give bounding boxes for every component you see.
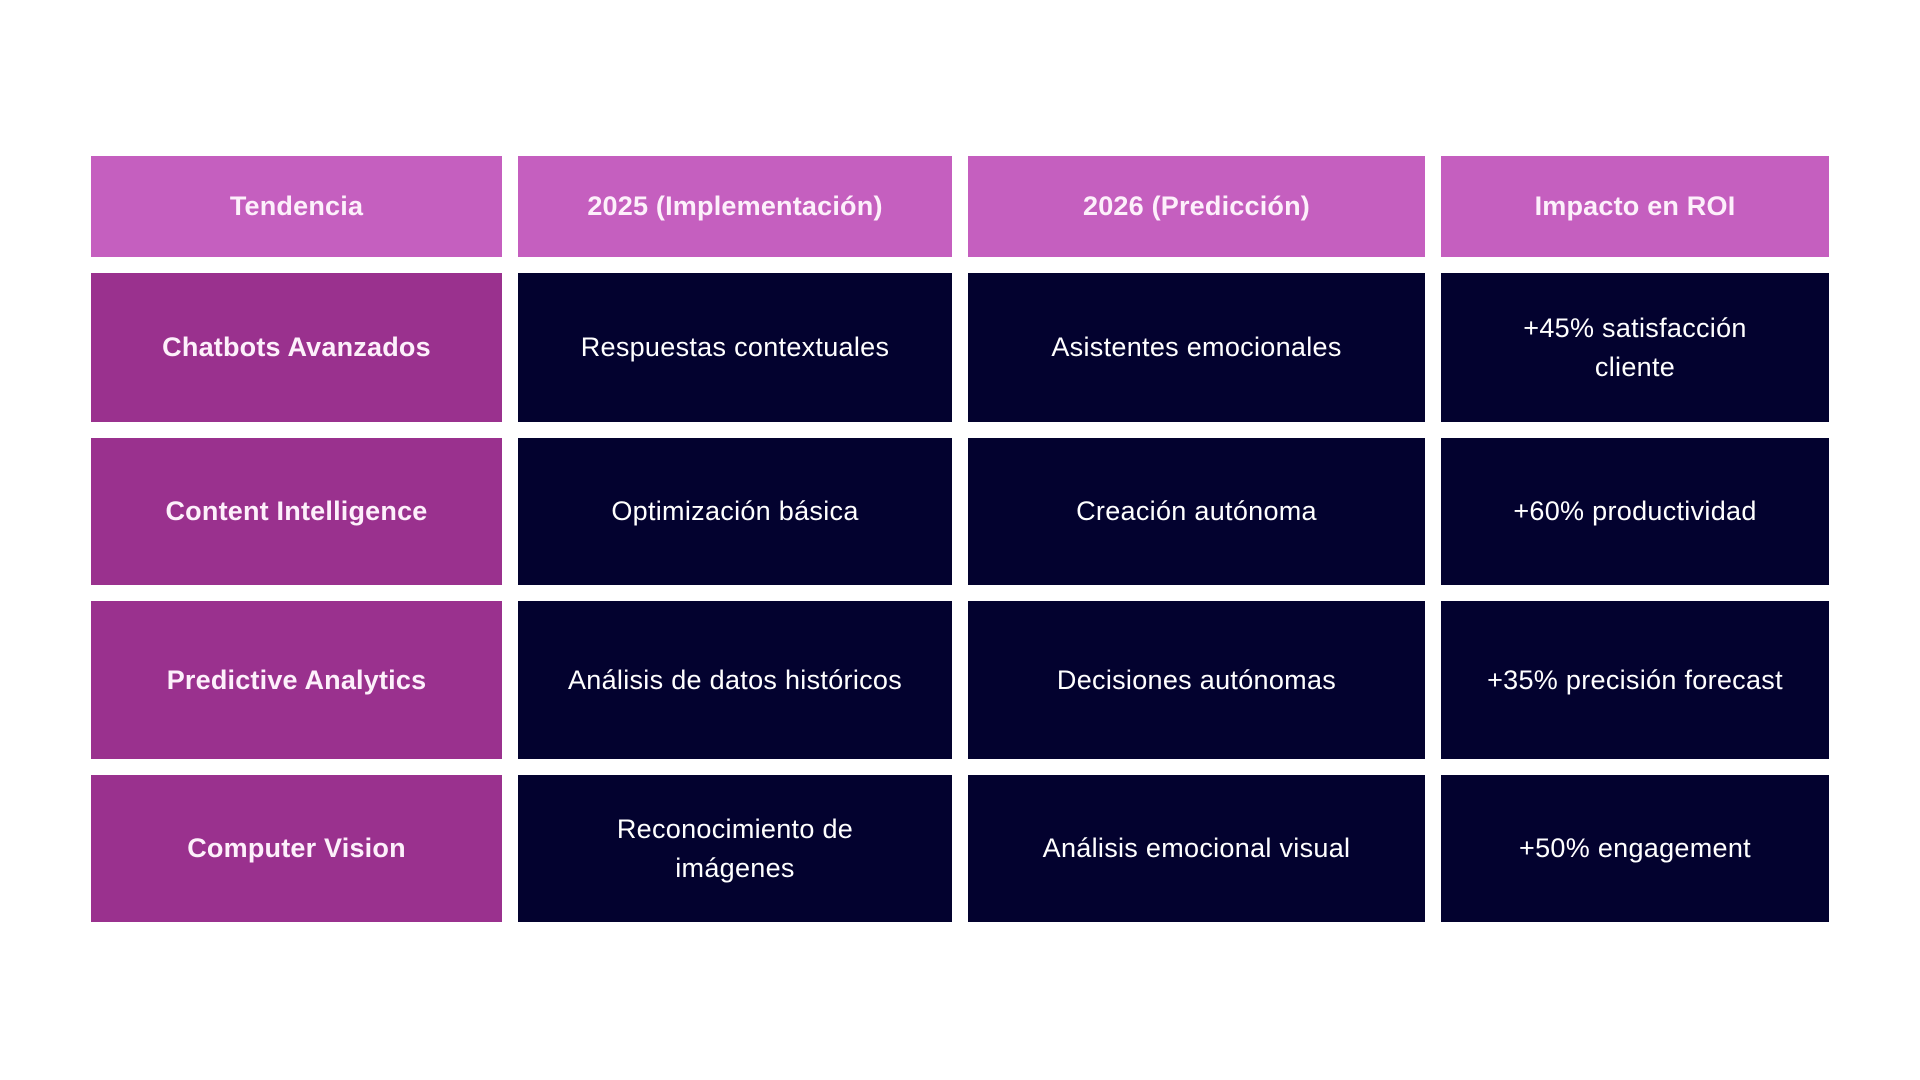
trend-name: Content Intelligence — [165, 496, 428, 526]
row-header-cell: Computer Vision — [91, 775, 502, 922]
roi-impact-text: +50% engagement — [1519, 833, 1751, 863]
table-cell: Decisiones autónomas — [968, 601, 1425, 759]
table-cell: Optimización básica — [518, 438, 952, 585]
trend-name: Computer Vision — [187, 833, 406, 863]
table-cell: Creación autónoma — [968, 438, 1425, 585]
roi-impact-text: +35% precisión forecast — [1487, 664, 1783, 695]
trends-table: Tendencia 2025 (Implementación) 2026 (Pr… — [91, 156, 1829, 922]
header-cell-2026: 2026 (Predicción) — [968, 156, 1425, 257]
table-cell: +50% engagement — [1441, 775, 1829, 922]
implementation-2025-text: Reconocimiento de imágenes — [616, 813, 854, 883]
table-cell: Análisis de datos históricos — [518, 601, 952, 759]
row-header-cell: Predictive Analytics — [91, 601, 502, 759]
table-cell: Análisis emocional visual — [968, 775, 1425, 922]
header-cell-2025: 2025 (Implementación) — [518, 156, 952, 257]
row-header-cell: Chatbots Avanzados — [91, 273, 502, 422]
header-label: 2026 (Predicción) — [1083, 191, 1310, 221]
roi-impact-text: +60% productividad — [1513, 496, 1757, 526]
row-header-cell: Content Intelligence — [91, 438, 502, 585]
header-cell-trend: Tendencia — [91, 156, 502, 257]
prediction-2026-text: Creación autónoma — [1076, 496, 1317, 526]
implementation-2025-text: Optimización básica — [611, 496, 859, 526]
prediction-2026-text: Asistentes emocionales — [1051, 332, 1342, 362]
table-cell: Respuestas contextuales — [518, 273, 952, 422]
table-cell: +45% satisfacción cliente — [1441, 273, 1829, 422]
header-label: Tendencia — [229, 191, 364, 221]
header-cell-roi: Impacto en ROI — [1441, 156, 1829, 257]
trend-name: Chatbots Avanzados — [162, 332, 431, 362]
trend-name: Predictive Analytics — [166, 664, 427, 695]
implementation-2025-text: Análisis de datos históricos — [567, 664, 903, 695]
table-cell: +35% precisión forecast — [1441, 601, 1829, 759]
table-cell: Asistentes emocionales — [968, 273, 1425, 422]
header-label: Impacto en ROI — [1534, 191, 1736, 221]
table-cell: Reconocimiento de imágenes — [518, 775, 952, 922]
implementation-2025-text: Respuestas contextuales — [580, 332, 890, 362]
header-label: 2025 (Implementación) — [587, 191, 883, 221]
table-cell: +60% productividad — [1441, 438, 1829, 585]
roi-impact-text: +45% satisfacción cliente — [1523, 312, 1747, 382]
prediction-2026-text: Análisis emocional visual — [1042, 833, 1351, 863]
prediction-2026-text: Decisiones autónomas — [1056, 664, 1337, 695]
